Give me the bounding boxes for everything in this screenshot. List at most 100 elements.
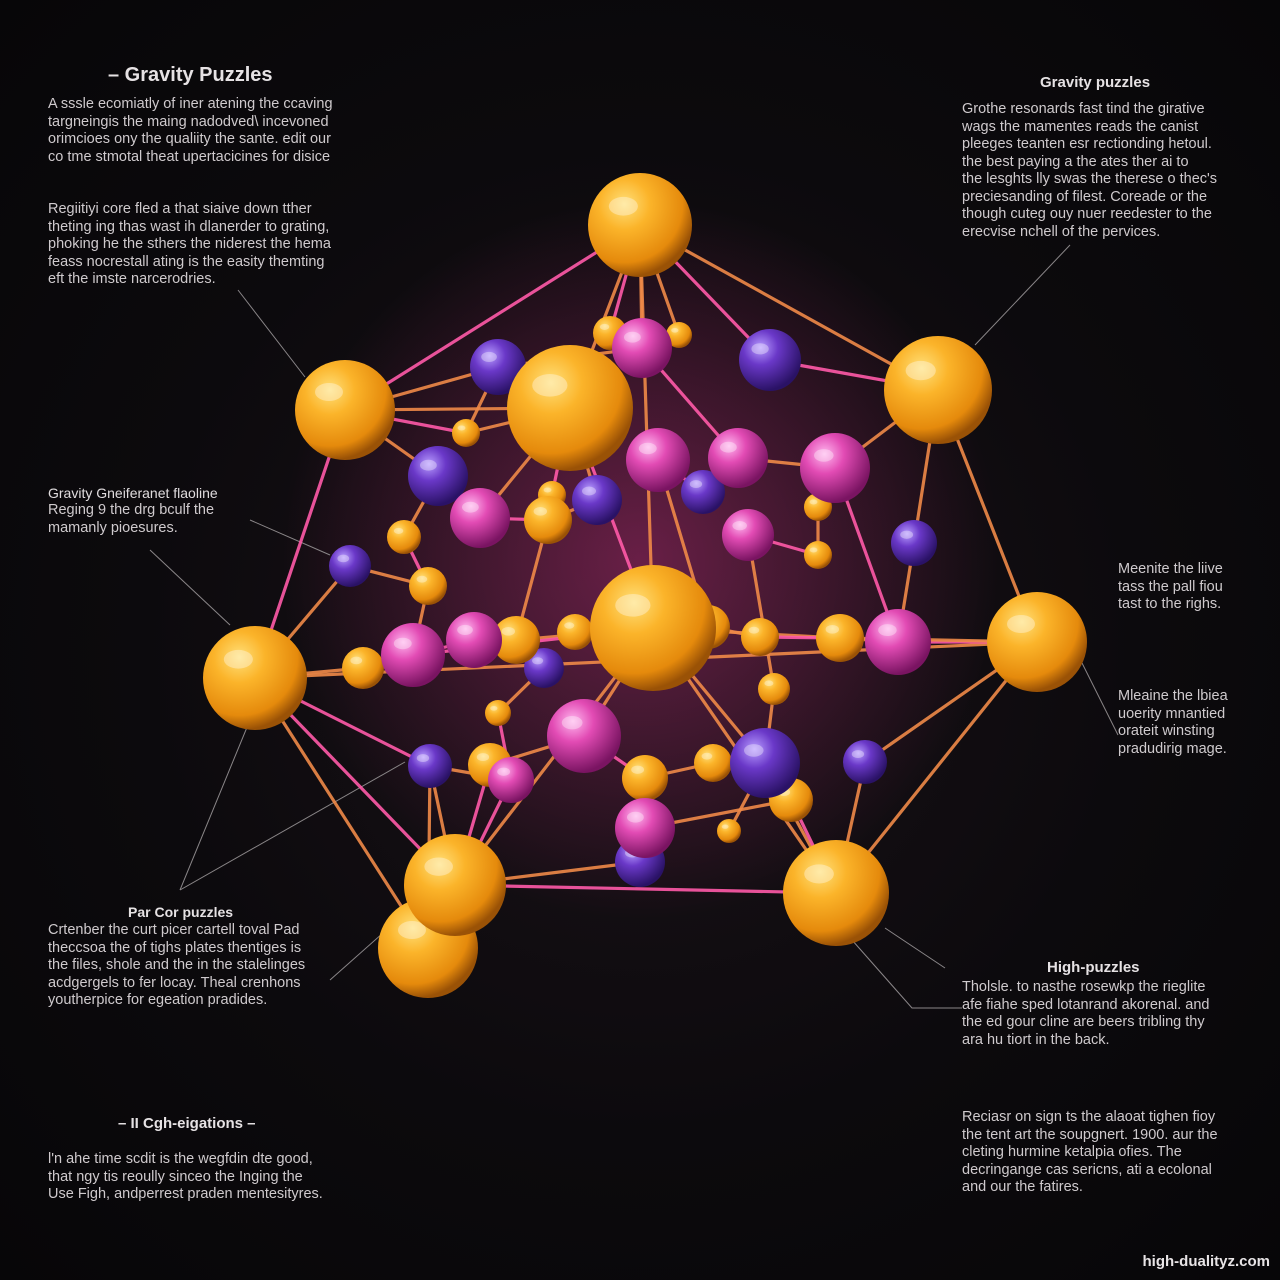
magenta-atom [865, 609, 931, 675]
left-mid-heading: Gravity Gneiferanet flaoline [48, 485, 218, 501]
purple-atom [891, 520, 937, 566]
atom-highlight [398, 921, 426, 939]
orange-atom [485, 700, 511, 726]
leader-line [884, 927, 946, 969]
rod [746, 533, 776, 691]
atom-highlight [764, 680, 774, 687]
orange-atom [987, 592, 1087, 692]
atom-highlight [501, 627, 516, 636]
leader-line [237, 289, 306, 378]
atom-highlight [701, 752, 713, 760]
orange-atom [203, 626, 307, 730]
atom-highlight [905, 360, 936, 381]
orange-atom [387, 520, 421, 554]
orange-atom [507, 345, 633, 471]
atom-highlight [809, 499, 818, 505]
leader-line [851, 939, 962, 1009]
orange-atom [404, 834, 506, 936]
purple-atom [681, 470, 725, 514]
orange-atom [409, 567, 447, 605]
magenta-atom [446, 612, 502, 668]
atom-highlight [532, 373, 568, 397]
right-low-heading: High-puzzles [1047, 959, 1140, 976]
atom-highlight [532, 657, 544, 665]
purple-atom [843, 740, 887, 784]
atom-highlight [497, 767, 511, 776]
orange-atom [717, 819, 741, 843]
atom-highlight [720, 441, 737, 453]
intro-paragraph-1: A sssle ecomiatly of iner atening the cc… [48, 96, 333, 165]
orange-atom [590, 565, 716, 691]
atom-highlight [851, 750, 865, 759]
orange-atom [622, 755, 668, 801]
orange-atom [557, 614, 593, 650]
atom-highlight [689, 480, 703, 489]
right-mid-note-1: Meenite the liive tass the pall fiou tas… [1118, 561, 1223, 612]
magenta-atom [626, 428, 690, 492]
orange-atom [884, 336, 992, 444]
watermark: high-dualityz.com [1142, 1253, 1271, 1270]
orange-atom [694, 744, 732, 782]
purple-atom [730, 728, 800, 798]
atom-highlight [804, 864, 834, 884]
atom-highlight [457, 624, 473, 635]
atom-highlight [533, 507, 548, 516]
orange-atom [758, 673, 790, 705]
page-title: – Gravity Puzzles [108, 64, 273, 86]
intro-paragraph-2: Regiitiyi core fled a that siaive down t… [48, 201, 331, 287]
atom-highlight [825, 625, 840, 634]
right-bottom-body: Reciasr on sign ts the alaoat tighen fio… [962, 1109, 1218, 1195]
atom-highlight [223, 649, 253, 669]
atom-highlight [561, 716, 583, 730]
rod [253, 676, 430, 950]
leader-line [179, 719, 251, 891]
magenta-atom [800, 433, 870, 503]
atom-highlight [599, 323, 610, 330]
purple-atom [739, 329, 801, 391]
atom-highlight [1007, 615, 1035, 633]
magenta-atom [615, 798, 675, 858]
rod [638, 223, 940, 392]
atom-highlight [900, 530, 914, 539]
orange-atom [666, 322, 692, 348]
leader-line [179, 761, 406, 891]
magenta-atom [547, 699, 621, 773]
bottom-left-heading: – II Cgh-eigations – [118, 1115, 256, 1132]
orange-atom [804, 541, 832, 569]
leader-line [974, 244, 1071, 346]
atom-highlight [624, 331, 641, 343]
atom-highlight [638, 442, 657, 455]
orange-atom [783, 840, 889, 946]
leader-line [1077, 654, 1119, 736]
magenta-atom [488, 757, 534, 803]
annotation-leaders [149, 244, 1119, 1009]
orange-atom [295, 360, 395, 460]
atom-highlight [416, 575, 428, 583]
leader-line [149, 549, 231, 626]
magenta-atom [612, 318, 672, 378]
atom-highlight [420, 459, 437, 471]
magenta-atom [722, 509, 774, 561]
purple-atom [572, 475, 622, 525]
atom-highlight [350, 656, 363, 665]
atom-highlight [476, 753, 490, 762]
right-mid-note-2: Mleaine the lbiea uoerity mnantied orate… [1118, 688, 1228, 757]
atom-highlight [878, 624, 897, 637]
atom-highlight [337, 554, 350, 563]
orange-atom [342, 647, 384, 689]
orange-atom [741, 618, 779, 656]
orange-atom [452, 419, 480, 447]
purple-atom [408, 744, 452, 788]
bottom-left-body: l'n ahe time scdit is the wegfdin dte go… [48, 1151, 323, 1202]
atom-highlight [744, 744, 764, 757]
atom-highlight [462, 501, 479, 513]
atom-highlight [627, 811, 644, 823]
atom-highlight [671, 327, 679, 333]
purple-atom [329, 545, 371, 587]
atom-highlight [751, 343, 769, 355]
purple-atom [470, 339, 526, 395]
rod [453, 883, 838, 895]
atom-highlight [582, 486, 596, 496]
rod [638, 223, 655, 630]
